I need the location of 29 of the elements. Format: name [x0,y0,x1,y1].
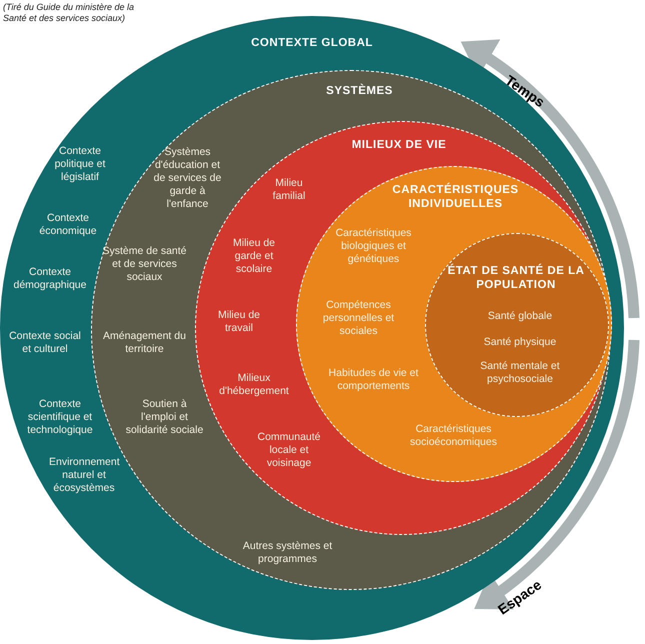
factor-text: Santé physique [482,336,558,349]
factor-text: Caractéristiques biologiques et génétiques [334,226,412,266]
factor-text: Milieu de garde et scolaire [232,237,276,276]
factor-text: Santé mentale et psychosociale [479,360,561,386]
factor-text: Milieu familial [272,177,306,203]
factor-text: Système de santé et de services sociaux [101,244,188,284]
factor-text: Santé globale [486,310,554,323]
circle-heading: CONTEXTE GLOBAL [250,36,374,50]
factor-text: Contexte scientifique et technologique [26,398,94,437]
factor-text: Aménagement du territoire [102,330,187,356]
factor-text: Contexte social et culturel [8,330,82,356]
factor-text: Milieux d'hébergement [218,372,290,398]
factor-text: Compétences personnelles et sociales [322,298,396,338]
factor-text: Contexte politique et législatif [54,145,106,184]
circle-heading: ÉTAT DE SANTÉ DE LA POPULATION [446,264,586,292]
source-note: (Tiré du Guide du ministère de la Santé et des services sociaux) [3,2,135,24]
factor-text: Autres systèmes et programmes [242,540,334,566]
factor-text: Soutien à l'emploi et solidarité sociale [124,398,204,436]
factor-text: Milieu de travail [216,309,262,335]
factor-text: Systèmes d'éducation et de services de garde à l'enfance [152,146,222,210]
factor-text: Caractéristiques socioéconomiques [409,422,498,448]
factor-text: Habitudes de vie et comportements [328,366,420,392]
factor-text: Environnement naturel et écosystèmes [49,456,119,495]
factor-text: Contexte économique [38,212,98,238]
circle-heading: CARACTÉRISTIQUES INDIVIDUELLES [391,182,520,210]
circle-heading: SYSTÈMES [325,84,394,98]
circle-heading: MILIEUX DE VIE [350,138,448,152]
factor-text: Communauté locale et voisinage [256,431,322,470]
factor-text: Contexte démographique [12,266,88,292]
